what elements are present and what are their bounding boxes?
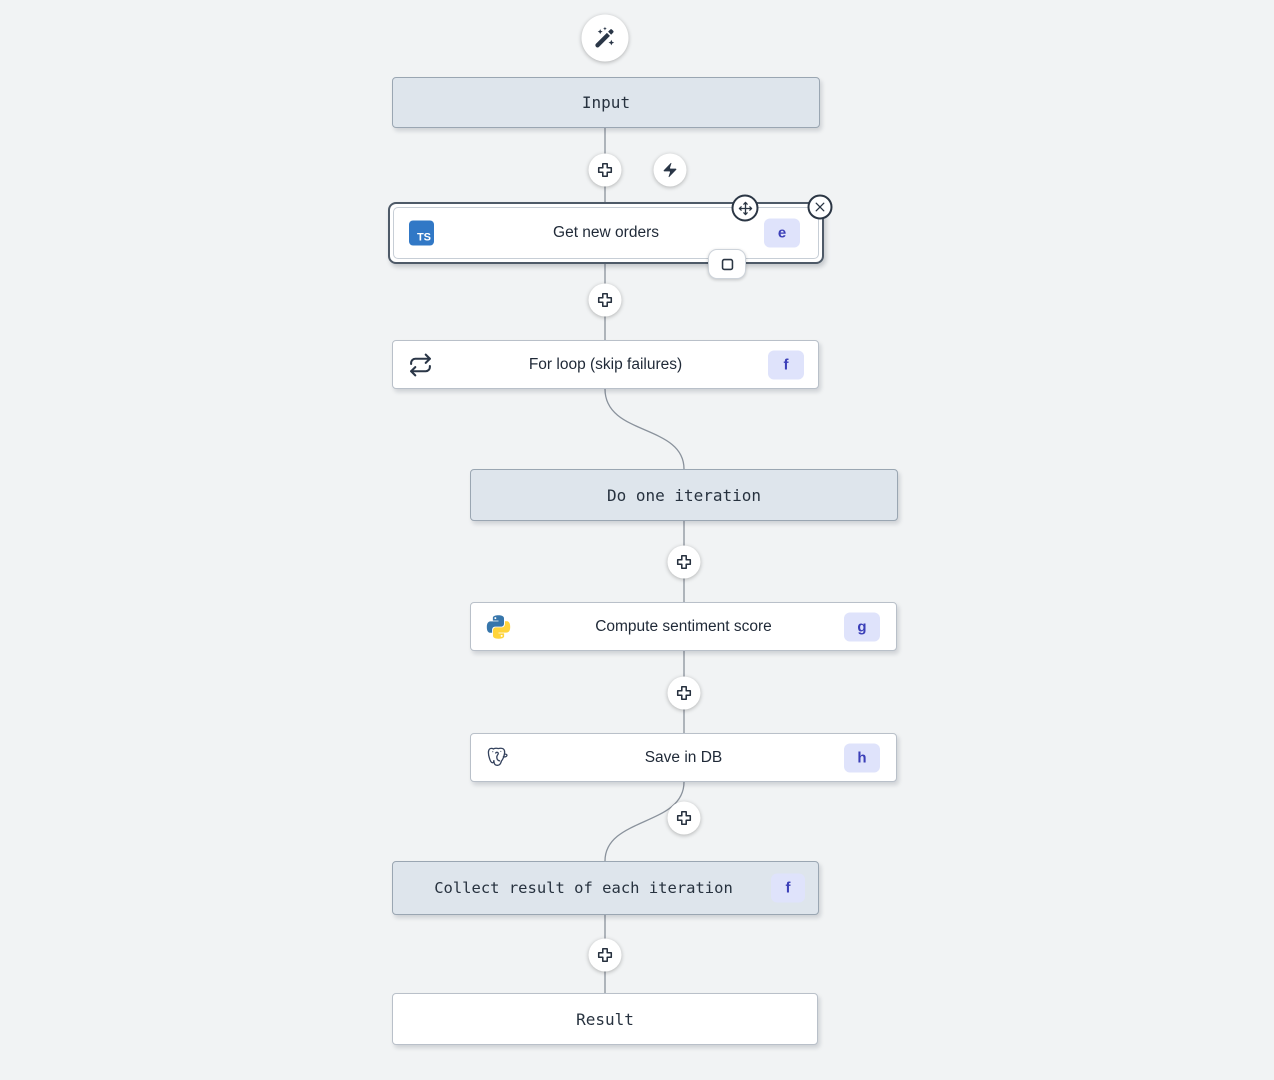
plus-icon: [597, 162, 614, 179]
postgresql-icon: [485, 745, 511, 771]
magic-wand-icon: [592, 25, 618, 51]
delete-node-button[interactable]: [807, 194, 833, 220]
node-compute-sentiment-score-label: Compute sentiment score: [595, 617, 772, 635]
insert-step-button-1[interactable]: [588, 153, 622, 187]
typescript-icon: TS: [409, 220, 434, 246]
node-get-new-orders[interactable]: TS Get new orders e: [388, 202, 824, 264]
python-icon: [485, 613, 512, 640]
plus-icon: [597, 947, 614, 964]
repeat-icon: [408, 352, 433, 377]
early-stop-button[interactable]: [708, 249, 746, 279]
node-compute-sentiment-score[interactable]: Compute sentiment score g: [470, 602, 897, 651]
insert-step-button-2[interactable]: [588, 283, 622, 317]
insert-step-button-5[interactable]: [667, 801, 701, 835]
node-for-loop[interactable]: For loop (skip failures) f: [392, 340, 819, 389]
node-save-in-db[interactable]: Save in DB h: [470, 733, 897, 782]
move-node-button[interactable]: [731, 194, 759, 222]
plus-icon: [676, 554, 693, 571]
node-for-loop-label: For loop (skip failures): [528, 355, 683, 373]
node-get-new-orders-label: Get new orders: [553, 224, 659, 241]
node-result[interactable]: Result: [392, 993, 818, 1045]
add-trigger-button[interactable]: [653, 153, 687, 187]
plus-icon: [597, 292, 614, 309]
node-compute-sentiment-score-badge: g: [844, 612, 880, 641]
node-input[interactable]: Input: [392, 77, 820, 128]
node-input-label: Input: [581, 93, 631, 112]
plus-icon: [676, 810, 693, 827]
node-do-one-iteration[interactable]: Do one iteration: [470, 469, 898, 521]
node-collect-result[interactable]: Collect result of each iteration f: [392, 861, 819, 915]
move-arrows-icon: [737, 200, 753, 216]
insert-step-button-4[interactable]: [667, 676, 701, 710]
node-for-loop-badge: f: [768, 350, 804, 379]
node-save-in-db-badge: h: [844, 743, 880, 772]
node-get-new-orders-body: TS Get new orders e: [393, 207, 819, 259]
insert-step-button-6[interactable]: [588, 938, 622, 972]
node-collect-result-label: Collect result of each iteration: [434, 879, 733, 897]
node-save-in-db-label: Save in DB: [644, 748, 723, 766]
node-result-label: Result: [576, 1009, 634, 1029]
plus-icon: [676, 685, 693, 702]
node-collect-result-badge: f: [771, 873, 805, 903]
insert-step-button-3[interactable]: [667, 545, 701, 579]
ai-flow-builder-button[interactable]: [581, 14, 629, 62]
node-do-one-iteration-label: Do one iteration: [606, 485, 762, 505]
node-get-new-orders-badge: e: [764, 218, 800, 248]
close-icon: [814, 201, 827, 214]
lightning-icon: [662, 162, 679, 179]
stop-square-icon: [719, 256, 736, 273]
